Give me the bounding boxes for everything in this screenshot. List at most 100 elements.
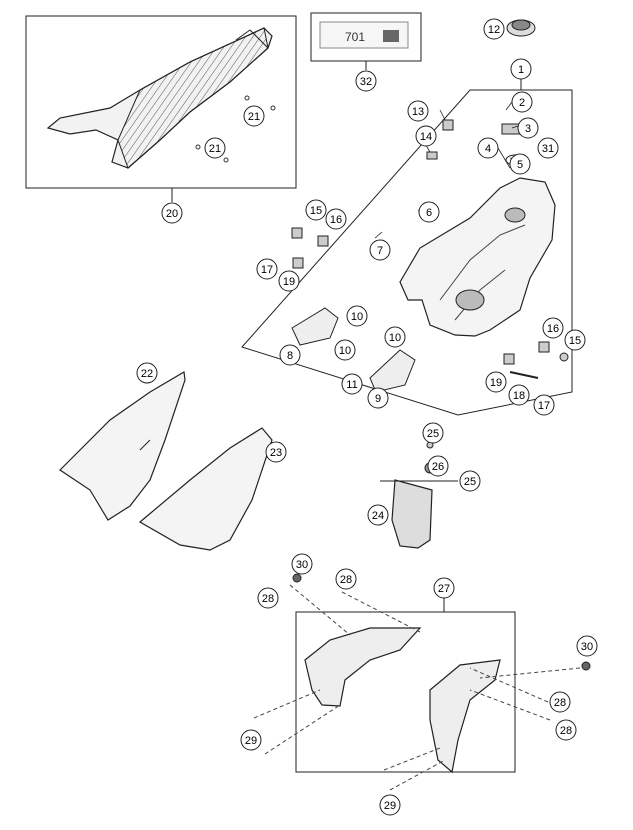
side-panel-box bbox=[295, 598, 516, 773]
callout-21a: 21 bbox=[243, 105, 265, 127]
decal-part: 701 bbox=[319, 21, 409, 49]
svg-text:22: 22 bbox=[141, 368, 153, 380]
svg-text:19: 19 bbox=[490, 377, 502, 389]
callout-27: 27 bbox=[433, 577, 455, 599]
callout-19a: 19 bbox=[278, 270, 300, 292]
svg-text:12: 12 bbox=[488, 24, 500, 36]
callout-17a: 17 bbox=[256, 258, 278, 280]
svg-text:21: 21 bbox=[248, 111, 260, 123]
air-duct-part bbox=[380, 441, 458, 549]
svg-text:18: 18 bbox=[513, 390, 525, 402]
svg-text:8: 8 bbox=[287, 350, 293, 362]
callout-18: 18 bbox=[508, 384, 530, 406]
svg-text:27: 27 bbox=[438, 583, 450, 595]
svg-text:6: 6 bbox=[426, 207, 432, 219]
callout-15a: 15 bbox=[305, 199, 327, 221]
svg-text:16: 16 bbox=[330, 214, 342, 226]
svg-text:30: 30 bbox=[581, 641, 593, 653]
svg-text:13: 13 bbox=[412, 106, 424, 118]
callout-24: 24 bbox=[367, 504, 389, 526]
callout-30a: 30 bbox=[291, 553, 313, 575]
callout-31: 31 bbox=[537, 137, 559, 159]
svg-text:28: 28 bbox=[560, 725, 572, 737]
decal-box bbox=[310, 12, 422, 70]
callout-28a: 28 bbox=[257, 587, 279, 609]
callout-10a: 10 bbox=[346, 305, 368, 327]
fuel-tank-part bbox=[399, 123, 556, 337]
callout-5: 5 bbox=[509, 153, 531, 175]
callout-30b: 30 bbox=[576, 635, 598, 657]
svg-text:30: 30 bbox=[296, 559, 308, 571]
callouts: 1 2 3 4 5 6 7 8 9 10 10 10 11 12 13 14 1… bbox=[136, 18, 598, 816]
svg-text:28: 28 bbox=[554, 697, 566, 709]
svg-text:26: 26 bbox=[432, 461, 444, 473]
svg-text:24: 24 bbox=[372, 510, 384, 522]
callout-25b: 25 bbox=[459, 470, 481, 492]
callout-7: 7 bbox=[369, 239, 391, 261]
callout-6: 6 bbox=[418, 201, 440, 223]
hardware-parts bbox=[291, 119, 569, 393]
svg-text:1: 1 bbox=[518, 64, 524, 76]
svg-text:11: 11 bbox=[346, 379, 357, 391]
callout-14: 14 bbox=[415, 125, 437, 147]
svg-text:25: 25 bbox=[427, 428, 439, 440]
svg-text:28: 28 bbox=[262, 593, 274, 605]
seat-part bbox=[46, 27, 276, 169]
callout-32: 32 bbox=[355, 70, 377, 92]
svg-text:17: 17 bbox=[261, 264, 273, 276]
callout-12: 12 bbox=[483, 18, 505, 40]
svg-text:19: 19 bbox=[283, 276, 295, 288]
svg-text:7: 7 bbox=[377, 245, 383, 257]
callout-13: 13 bbox=[407, 100, 429, 122]
callout-16b: 16 bbox=[542, 317, 564, 339]
callout-23: 23 bbox=[265, 441, 287, 463]
callout-9: 9 bbox=[367, 387, 389, 409]
callout-28b: 28 bbox=[335, 568, 357, 590]
svg-text:31: 31 bbox=[542, 143, 554, 155]
callout-29a: 29 bbox=[240, 729, 262, 751]
svg-text:28: 28 bbox=[340, 574, 352, 586]
callout-15b: 15 bbox=[564, 329, 586, 351]
callout-25a: 25 bbox=[422, 422, 444, 444]
callout-3: 3 bbox=[517, 117, 539, 139]
svg-text:25: 25 bbox=[464, 476, 476, 488]
callout-17b: 17 bbox=[533, 394, 555, 416]
svg-text:23: 23 bbox=[270, 447, 282, 459]
callout-28d: 28 bbox=[555, 719, 577, 741]
svg-text:20: 20 bbox=[166, 208, 178, 220]
svg-text:10: 10 bbox=[351, 311, 363, 323]
svg-text:21: 21 bbox=[209, 143, 221, 155]
callout-19b: 19 bbox=[485, 371, 507, 393]
svg-text:10: 10 bbox=[389, 332, 401, 344]
side-panel-parts bbox=[253, 573, 591, 791]
callout-8: 8 bbox=[279, 344, 301, 366]
callout-10b: 10 bbox=[334, 339, 356, 361]
callout-28c: 28 bbox=[549, 691, 571, 713]
svg-text:3: 3 bbox=[525, 123, 531, 135]
svg-text:32: 32 bbox=[360, 76, 372, 88]
callout-22: 22 bbox=[136, 362, 158, 384]
svg-text:17: 17 bbox=[538, 400, 550, 412]
svg-text:4: 4 bbox=[485, 143, 491, 155]
callout-1: 1 bbox=[510, 58, 532, 80]
svg-text:9: 9 bbox=[375, 393, 381, 405]
svg-text:2: 2 bbox=[519, 97, 525, 109]
side-cover-parts bbox=[59, 371, 273, 551]
fuel-cap-part bbox=[506, 19, 536, 37]
svg-text:16: 16 bbox=[547, 323, 559, 335]
callout-4: 4 bbox=[477, 137, 499, 159]
svg-text:10: 10 bbox=[339, 345, 351, 357]
callout-16a: 16 bbox=[325, 208, 347, 230]
callout-21b: 21 bbox=[204, 137, 226, 159]
decal-text: 701 bbox=[345, 30, 365, 44]
callout-2: 2 bbox=[511, 91, 533, 113]
callout-29b: 29 bbox=[379, 794, 401, 816]
callout-26: 26 bbox=[427, 455, 449, 477]
seat-box bbox=[25, 15, 297, 202]
callout-10c: 10 bbox=[384, 326, 406, 348]
svg-text:14: 14 bbox=[420, 131, 432, 143]
svg-text:15: 15 bbox=[310, 205, 322, 217]
callout-11: 11 bbox=[341, 373, 363, 395]
svg-text:15: 15 bbox=[569, 335, 581, 347]
